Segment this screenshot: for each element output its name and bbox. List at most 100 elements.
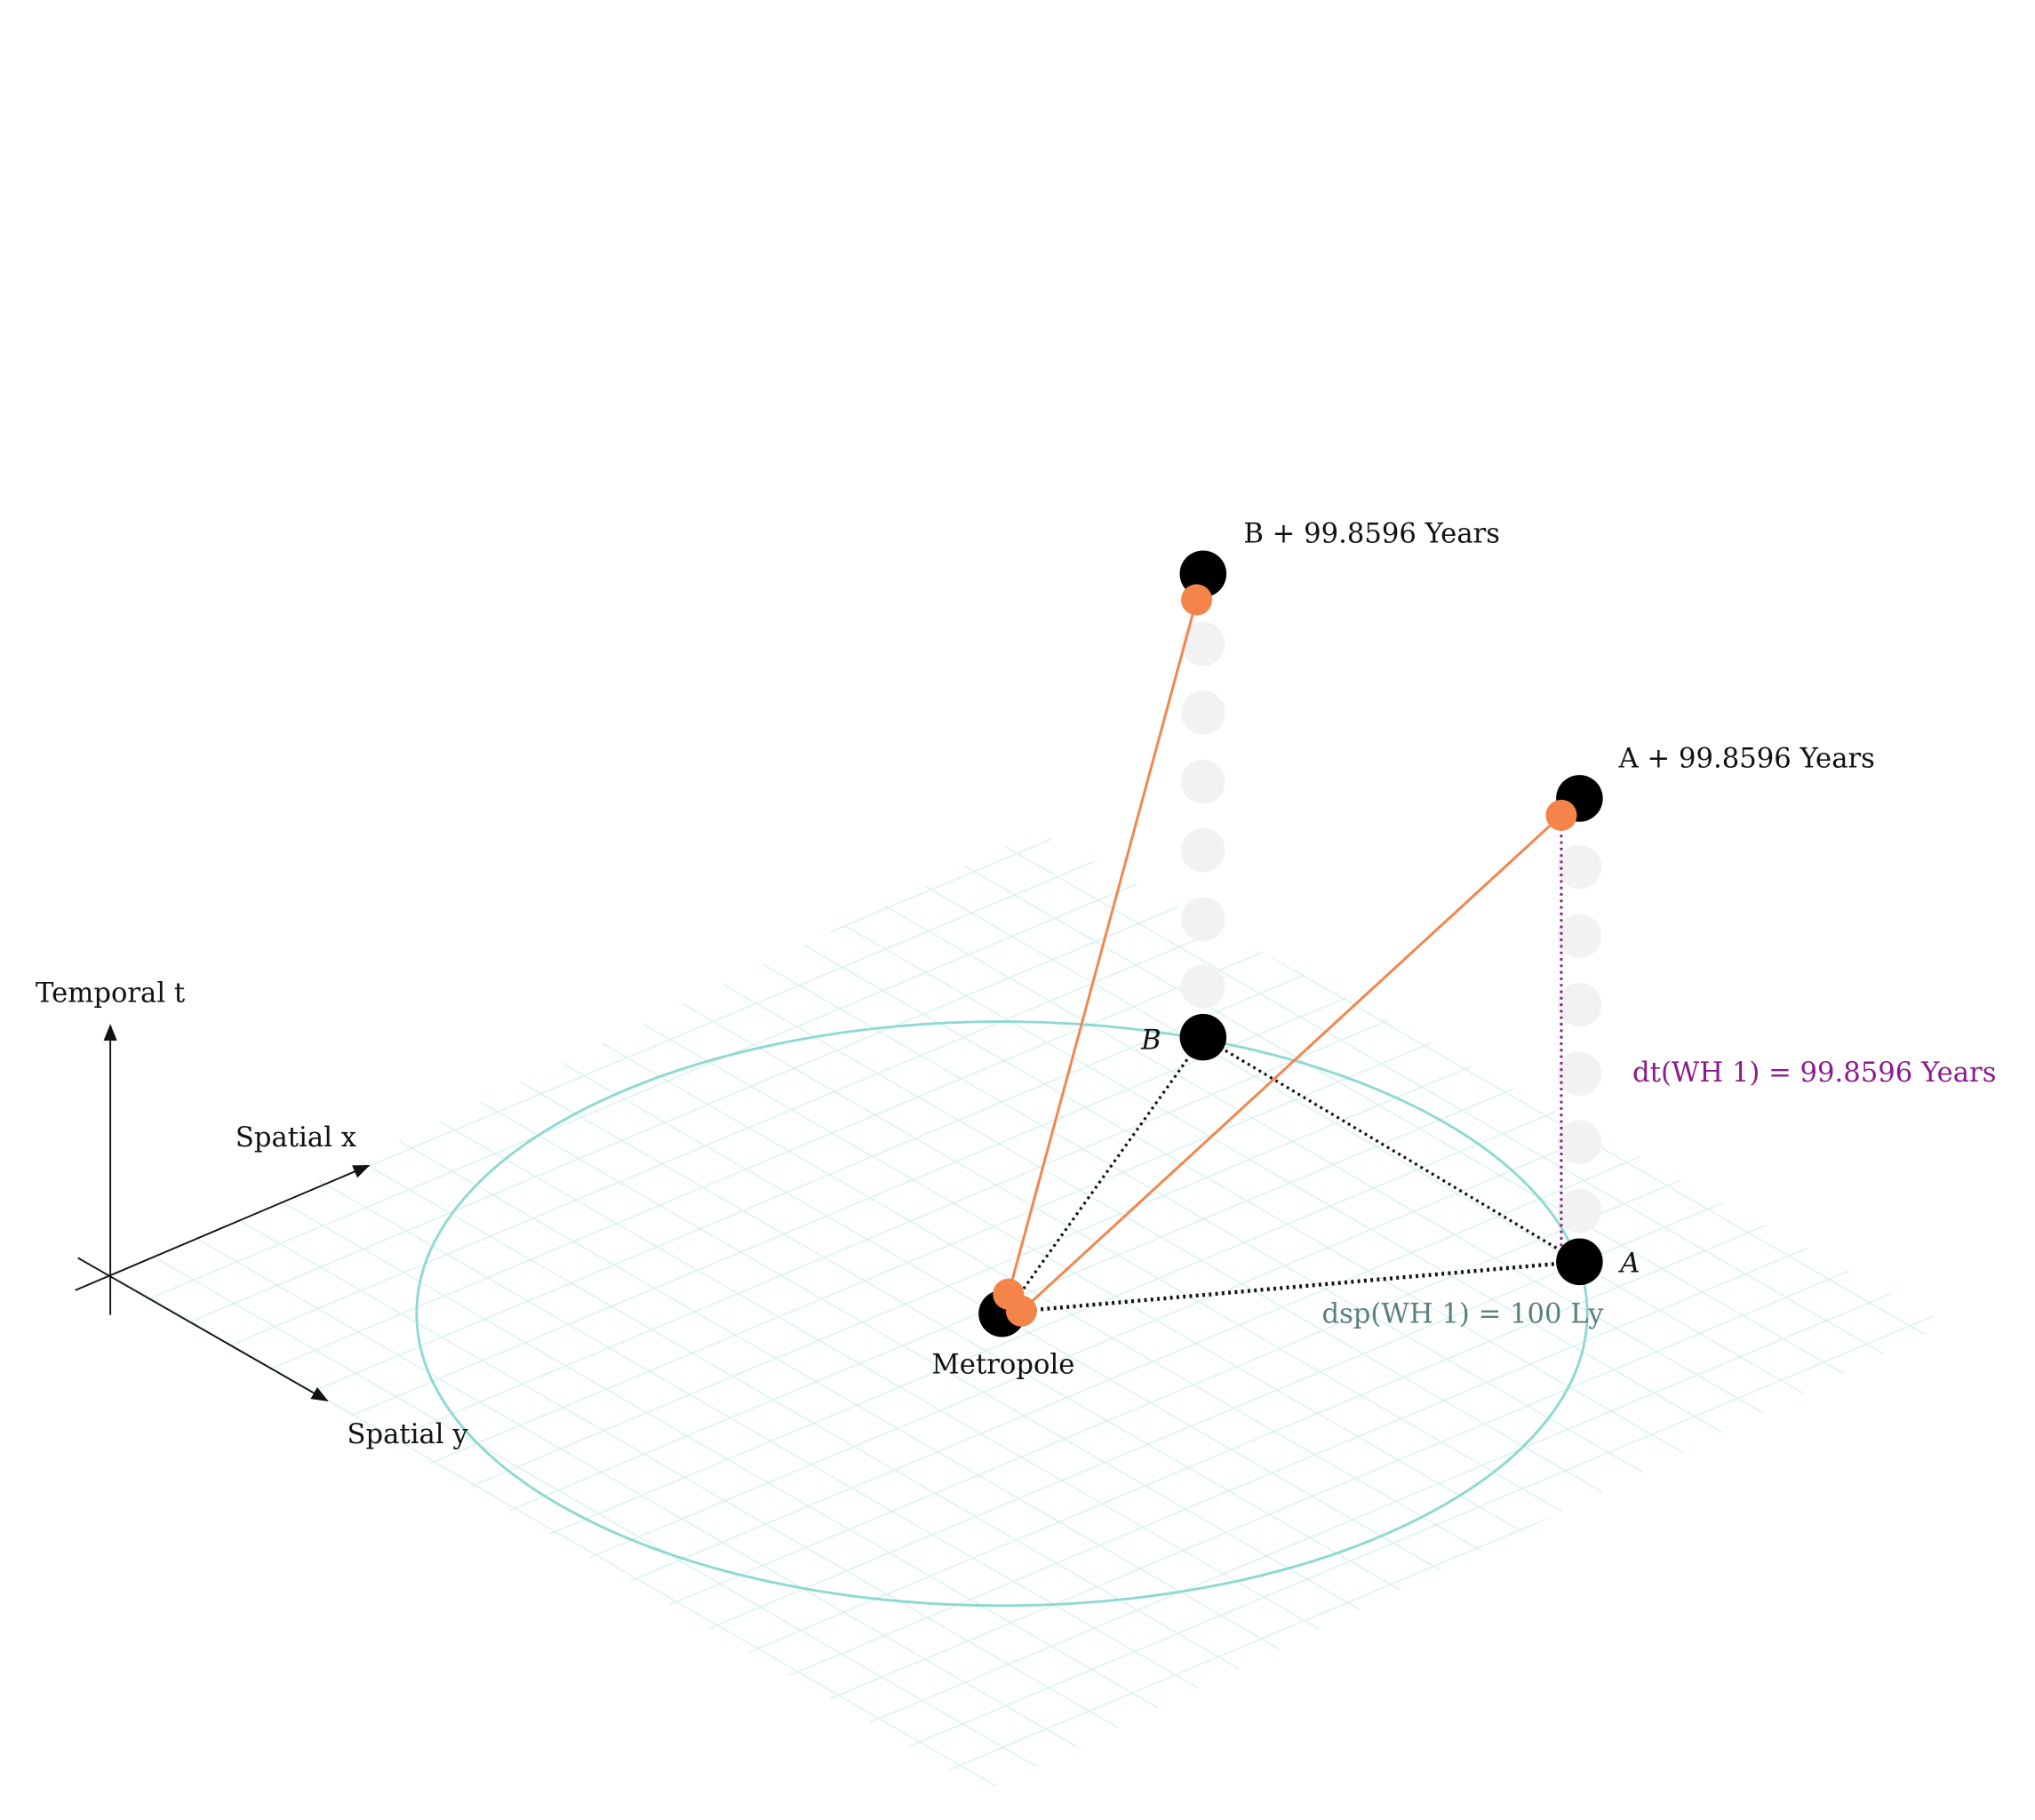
- grid-line: [1570, 1632, 1947, 1792]
- grid-line: [116, 830, 688, 1071]
- time-step-marker: [1181, 964, 1225, 1009]
- distance-ellipse: [415, 1020, 1589, 1608]
- metropole-label: Metropole: [931, 1349, 1074, 1380]
- spatial-y-axis: [77, 1257, 329, 1401]
- traveler-at-b-future: [1181, 584, 1213, 616]
- traveler-a-start: [1005, 1295, 1037, 1327]
- temporal-distance-label: dt(WH 1) = 99.8596 Years: [1632, 1058, 1996, 1089]
- grid-line: [116, 1492, 634, 1792]
- grid-line: [1721, 830, 1947, 962]
- grid-line: [1647, 830, 1947, 1004]
- time-step-marker: [1557, 1120, 1602, 1165]
- grid-line: [116, 830, 1456, 1394]
- b-label: B: [1140, 1025, 1161, 1056]
- grid-line: [1666, 1672, 1947, 1792]
- grid-line: [116, 830, 303, 910]
- grid-line: [116, 1750, 188, 1792]
- grid-line: [605, 830, 1947, 1606]
- b-point: [1179, 1013, 1227, 1061]
- grid-line: [116, 1363, 857, 1792]
- grid-line: [116, 1063, 1377, 1792]
- grid-line: [321, 1107, 1947, 1792]
- grid-line: [116, 866, 1947, 1636]
- grid-line: [1944, 830, 1947, 833]
- grid-line: [116, 830, 1264, 1313]
- spatial-links: [1010, 1035, 1581, 1313]
- time-step-marker: [1181, 759, 1225, 804]
- b-future-label: B + 99.8596 Years: [1243, 519, 1500, 550]
- grid-line: [116, 1192, 1154, 1792]
- grid-line: [898, 1350, 1947, 1792]
- axes: Temporal t Spatial x Spatial y: [36, 978, 468, 1451]
- grid-line: [828, 830, 1947, 1477]
- worldline-to-b: [1007, 599, 1198, 1295]
- grid-line: [1796, 830, 1947, 919]
- grid-line: [116, 934, 1600, 1792]
- time-step-marker: [1557, 1051, 1602, 1096]
- spatial-x-axis: [75, 1164, 371, 1291]
- grid-line: [116, 1578, 485, 1792]
- grid-line: [531, 830, 1947, 1648]
- grid-line: [1572, 830, 1947, 1048]
- time-step-marker: [1557, 914, 1602, 959]
- grid-line: [903, 830, 1947, 1434]
- a-point: [1556, 1238, 1603, 1286]
- grid-line: [513, 1188, 1947, 1792]
- b-a-link: [1202, 1035, 1581, 1264]
- grid-line: [116, 1106, 1304, 1792]
- grid-line: [1349, 830, 1947, 1177]
- grid-line: [116, 830, 495, 991]
- grid-line: [116, 1707, 262, 1792]
- grid-line: [1870, 830, 1947, 875]
- grid-line: [116, 1277, 1006, 1792]
- grid-line: [307, 830, 1947, 1777]
- grid-line: [116, 830, 1072, 1233]
- metropole-a-link: [1021, 1259, 1580, 1313]
- grid-line: [754, 830, 1947, 1520]
- traveler-at-a-future: [1545, 799, 1577, 831]
- time-step-marker: [1557, 982, 1602, 1027]
- time-step-marker: [1181, 690, 1225, 735]
- grid-line: [610, 1229, 1947, 1792]
- grid-line: [1281, 1512, 1947, 1792]
- grid-line: [116, 1449, 708, 1792]
- time-step-marker: [1181, 621, 1225, 667]
- a-label: A: [1617, 1248, 1640, 1279]
- grid-line: [116, 1148, 1229, 1792]
- grid-line: [994, 1390, 1947, 1792]
- grid-line: [116, 1664, 336, 1792]
- grid-line: [116, 830, 207, 869]
- time-step-marker: [1557, 844, 1602, 890]
- grid-line: [116, 830, 1936, 1596]
- spatial-y-axis-label: Spatial y: [347, 1419, 468, 1450]
- spatial-distance-label: dsp(WH 1) = 100 Ly: [1321, 1298, 1604, 1329]
- grid-line: [116, 1621, 411, 1792]
- temporal-axis-label: Temporal t: [36, 978, 186, 1010]
- grid-line: [1762, 1713, 1947, 1792]
- grid-line: [1474, 1592, 1947, 1792]
- time-step-marker: [1557, 1188, 1602, 1233]
- grid-line: [802, 1309, 1947, 1792]
- spatial-x-axis-label: Spatial x: [235, 1122, 356, 1153]
- grid-line: [234, 830, 1898, 1792]
- grid-line: [116, 1321, 931, 1792]
- grid-line: [1858, 1753, 1947, 1792]
- grid-line: [116, 830, 1744, 1515]
- grid-line: [116, 830, 591, 1031]
- time-step-markers: [1181, 621, 1602, 1233]
- grid-line: [706, 1269, 1947, 1792]
- time-step-marker: [1181, 897, 1225, 942]
- grid-line: [1185, 1471, 1947, 1792]
- a-future-label: A + 99.8596 Years: [1618, 743, 1875, 774]
- grid-line: [1275, 830, 1947, 1219]
- time-step-marker: [1181, 827, 1225, 873]
- metropole-b-link: [1010, 1036, 1205, 1305]
- grid-line: [116, 830, 880, 1152]
- grid-line: [417, 1148, 1947, 1792]
- grid-line: [116, 830, 399, 950]
- worldline-to-a: [1020, 814, 1562, 1313]
- grid-line: [116, 830, 1360, 1353]
- grid-line: [978, 830, 1947, 1391]
